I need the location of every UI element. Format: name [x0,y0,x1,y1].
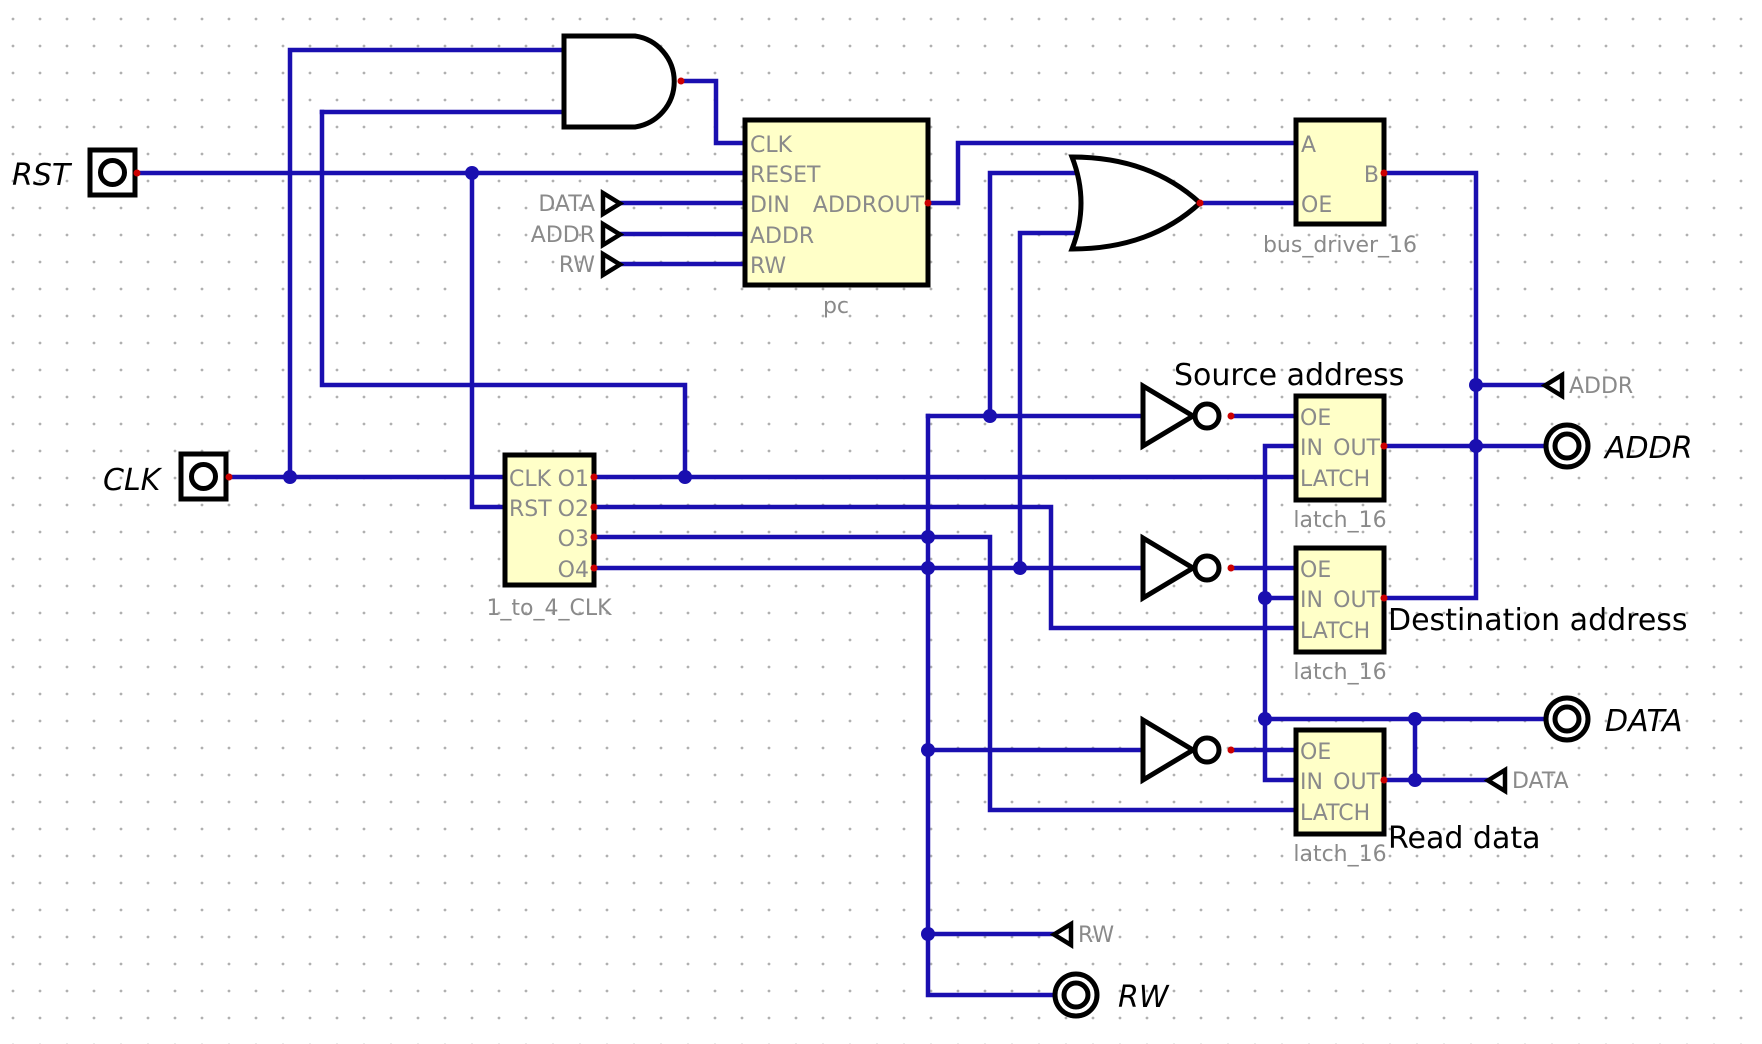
junction [921,561,935,575]
clk-label: CLK [103,463,163,498]
clock-divider-component[interactable]: CLK RST O1 O2 O3 O4 [502,452,598,588]
junction [1408,712,1422,726]
addr-output-label: ADDR [1603,431,1693,466]
rw-output-label: RW [1118,980,1170,1015]
latch2-pin-out: OUT [1333,588,1380,613]
clock-divider-name: 1_to_4_CLK [486,596,612,621]
latch1-pin-out: OUT [1333,436,1380,461]
latch-destination-address[interactable]: OE IN LATCH OUT [1227,545,1388,655]
junction [1013,561,1027,575]
note-read-data: Read data [1388,821,1541,856]
clkdiv-pin-o1: O1 [558,467,589,492]
latch1-name: latch_16 [1293,508,1386,533]
junction [1408,773,1422,787]
pc-pin-addr: ADDR [750,224,814,249]
tunnel-addr-pc-label: ADDR [531,223,595,248]
or-gate[interactable] [1068,154,1204,252]
rst-input-pin[interactable] [87,147,141,198]
tunnel-data-pc[interactable] [600,188,625,219]
tunnel-data-right-label: DATA [1512,769,1569,794]
pc-component-name: pc [823,294,849,319]
bus-driver-name: bus_driver_16 [1263,233,1417,258]
pc-pin-din: DIN [750,193,790,218]
junction [921,530,935,544]
and-gate[interactable] [561,33,685,130]
wire-rst-to-clkdiv[interactable] [469,170,508,510]
junction [921,743,935,757]
latch3-pin-out: OUT [1333,770,1380,795]
latch2-name: latch_16 [1293,660,1386,685]
junction [983,409,997,423]
wire-or-in2[interactable] [1017,230,1085,571]
tunnel-rw-bottom-label: RW [1078,923,1114,948]
pc-pin-addrout: ADDROUT [813,193,925,218]
wire-latch-in-column[interactable] [1262,443,1299,783]
bus-driver-pin-b: B [1364,163,1379,188]
junction [1258,712,1272,726]
pc-pin-rw: RW [750,254,786,279]
clkdiv-pin-clk: CLK [509,467,552,492]
latch2-pin-latch: LATCH [1300,619,1370,644]
junctions [283,166,1483,941]
bus-driver-component[interactable]: A OE B [1293,117,1388,227]
junction [678,470,692,484]
clk-input-pin[interactable] [178,451,233,502]
clkdiv-pin-o3: O3 [558,527,589,552]
clkdiv-pin-o4: O4 [558,558,589,583]
bus-driver-pin-oe: OE [1301,193,1332,218]
latch-read-data[interactable]: OE IN LATCH OUT [1227,727,1388,837]
not-gate-3[interactable] [1140,715,1222,785]
rst-label: RST [12,158,73,193]
junction [1469,439,1483,453]
latch3-pin-latch: LATCH [1300,801,1370,826]
latch1-pin-in: IN [1300,436,1323,461]
data-output-pin[interactable] [1543,695,1591,743]
wire-o3[interactable] [591,534,1299,813]
data-output-label: DATA [1605,704,1683,739]
latch1-pin-latch: LATCH [1300,467,1370,492]
wire-addrout[interactable] [925,140,1299,206]
wire-and-in1[interactable] [287,47,567,480]
tunnel-rw-pc-label: RW [559,253,595,278]
wire-and-out[interactable] [682,78,748,146]
wire-o1-to-and[interactable] [319,109,688,480]
junction [465,166,479,180]
latch3-name: latch_16 [1293,842,1386,867]
clkdiv-pin-o2: O2 [558,497,589,522]
addr-output-pin[interactable] [1543,422,1591,470]
clkdiv-pin-rst: RST [509,497,552,522]
latch2-pin-oe: OE [1300,558,1331,583]
junction [1469,378,1483,392]
pc-pin-reset: RESET [750,163,821,188]
latch-source-address[interactable]: OE IN LATCH OUT [1227,393,1388,503]
wire-rw-column[interactable] [925,413,1057,998]
pc-pin-clk: CLK [750,133,793,158]
note-destination-address: Destination address [1388,603,1688,638]
note-source-address: Source address [1174,358,1404,393]
tunnel-addr-right[interactable] [1540,370,1565,401]
junction [1258,591,1272,605]
tunnel-data-pc-label: DATA [538,192,595,217]
rw-output-pin[interactable] [1052,971,1100,1019]
latch3-pin-in: IN [1300,770,1323,795]
bus-driver-pin-a: A [1301,133,1316,158]
tunnel-addr-right-label: ADDR [1569,374,1633,399]
latch2-pin-in: IN [1300,588,1323,613]
tunnel-addr-pc[interactable] [600,219,625,250]
tunnel-data-right[interactable] [1483,765,1508,796]
tunnel-rw-bottom[interactable] [1049,919,1074,950]
tunnel-rw-pc[interactable] [600,249,625,280]
not-gate-1[interactable] [1140,381,1222,451]
not-gate-2[interactable] [1140,533,1222,603]
junction [921,927,935,941]
latch3-pin-oe: OE [1300,740,1331,765]
latch1-pin-oe: OE [1300,406,1331,431]
wire-or-in1[interactable] [987,170,1085,419]
pc-component[interactable]: CLK RESET DIN ADDR RW ADDROUT [742,117,932,288]
junction [283,470,297,484]
